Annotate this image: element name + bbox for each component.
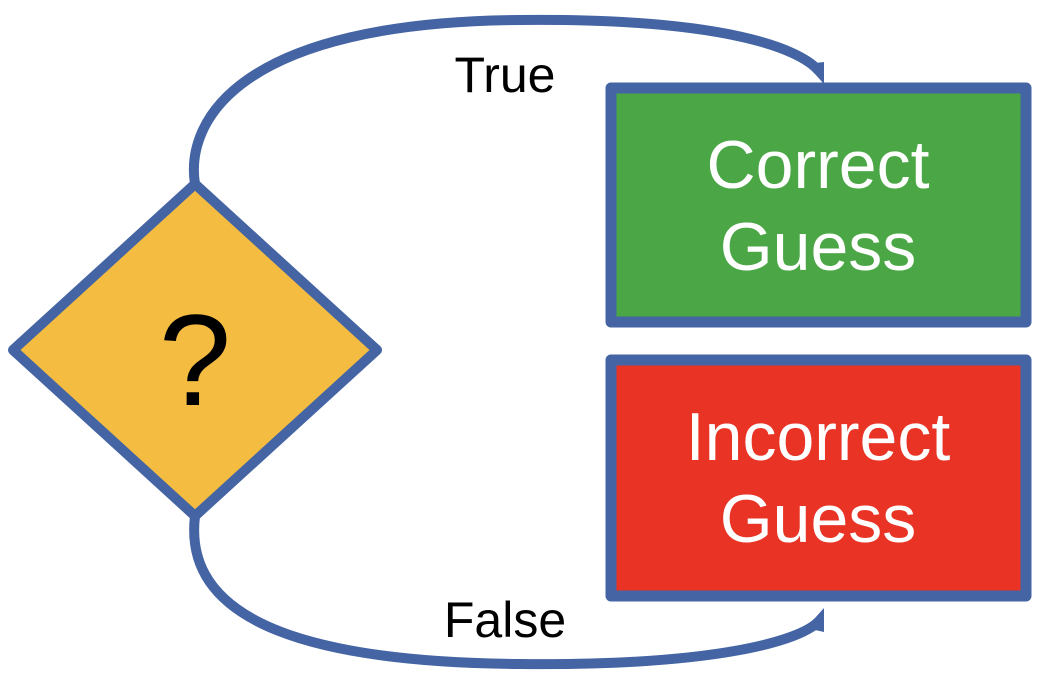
true-connector (189, 14, 823, 189)
decision-diamond (8, 179, 382, 521)
correct-guess-line2: Guess (720, 209, 917, 285)
false-label: False (444, 592, 566, 648)
incorrect-guess-box (605, 354, 1032, 602)
decision-symbol: ? (159, 287, 231, 433)
incorrect-guess-line1: Incorrect (686, 399, 951, 475)
true-label: True (455, 47, 556, 103)
false-arrowhead (806, 608, 824, 632)
correct-guess-line1: Correct (707, 127, 930, 203)
true-arrowhead (806, 62, 824, 84)
correct-guess-box (605, 82, 1032, 328)
false-connector (189, 511, 823, 670)
incorrect-guess-line2: Guess (720, 481, 917, 557)
